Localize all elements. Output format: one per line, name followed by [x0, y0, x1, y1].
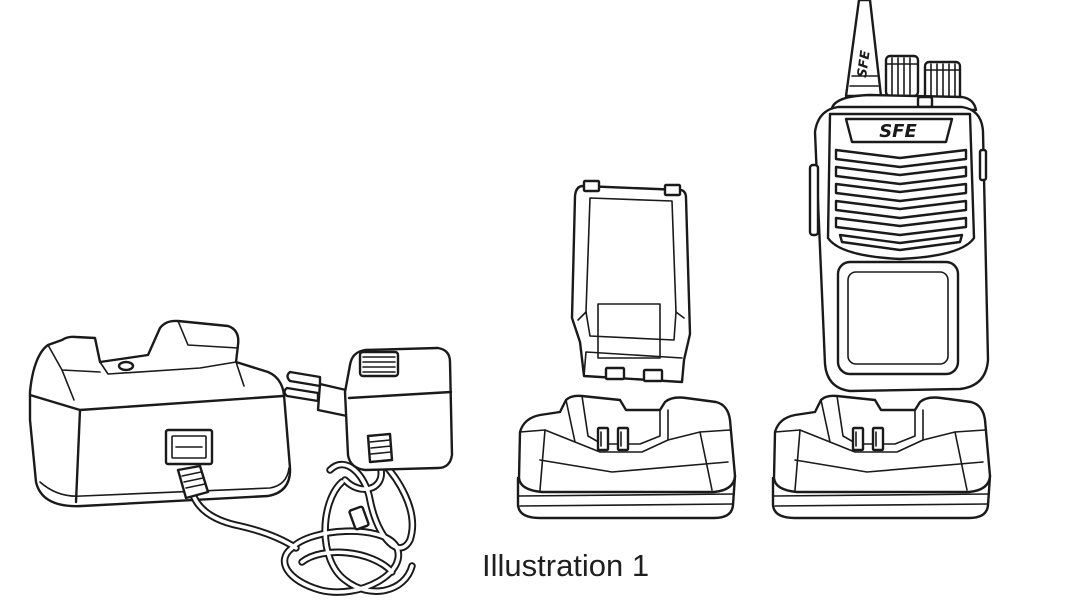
battery-clip: [582, 179, 601, 193]
adapter-prong: [286, 370, 322, 388]
charger-with-adapter: [28, 319, 454, 596]
dc-plug: [176, 464, 210, 500]
channel-knob: [884, 54, 920, 98]
led-indicator: [916, 95, 934, 109]
logo-plate: [844, 117, 954, 144]
adapter-prong: [283, 386, 320, 403]
antenna: SFE: [844, 0, 883, 98]
desktop-charger: [516, 394, 737, 520]
volume-knob: [923, 60, 962, 102]
battery-clip: [663, 183, 682, 197]
charging-base: [28, 319, 292, 508]
radio-logo: SFE: [879, 121, 917, 142]
two-way-radio: SFE SFE: [808, 0, 990, 393]
coiled-cable: [188, 454, 417, 596]
battery-label-area: [597, 303, 661, 359]
battery-pack: [570, 179, 692, 384]
ptt-button: [808, 163, 820, 237]
adapter-grip: [358, 350, 400, 378]
speaker-grill: [834, 148, 968, 252]
cable-tie: [348, 505, 370, 531]
antenna-logo: SFE: [855, 49, 874, 78]
lower-panel: [836, 260, 960, 376]
power-adapter: [283, 346, 454, 472]
figure-caption: Illustration 1: [482, 548, 649, 583]
desktop-charger: [771, 394, 992, 520]
